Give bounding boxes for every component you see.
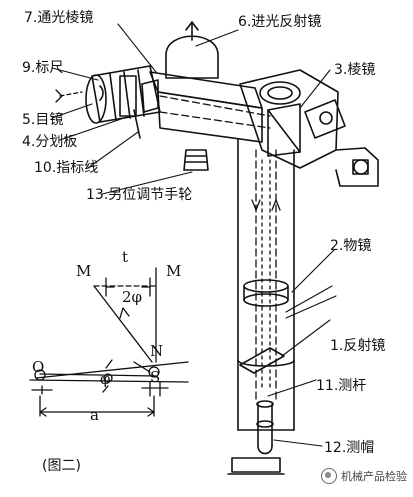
watermark: 机械产品检验 xyxy=(321,468,407,484)
label-reticle-4: 4.分划板 xyxy=(22,134,77,150)
label-mirror-1: 1.反射镜 xyxy=(330,338,385,354)
label-eyepiece-5: 5.目镜 xyxy=(22,112,63,128)
label-knob-13: 13.另位调节手轮 xyxy=(86,187,192,203)
symbol-m-right: M xyxy=(166,262,181,280)
watermark-text: 机械产品检验 xyxy=(341,470,407,483)
component-labels: 7.通光棱镜 6.进光反射镜 9.标尺 3.棱镜 5.目镜 4.分划板 10.指… xyxy=(22,10,385,456)
symbol-2phi: 2φ xyxy=(122,288,142,306)
light-paths xyxy=(55,89,281,401)
label-prism-3: 3.棱镜 xyxy=(334,62,375,78)
symbol-t: t xyxy=(122,248,128,266)
label-scale-9: 9.标尺 xyxy=(22,60,63,76)
leader-lines xyxy=(51,23,337,447)
figure-caption: (图二) xyxy=(42,458,81,474)
symbol-phi: φ xyxy=(100,370,111,388)
schematic-labels: M t M 2φ N O φ S a (图二) xyxy=(32,248,181,474)
label-reflector-6: 6.进光反射镜 xyxy=(238,14,321,30)
label-objective-2: 2.物镜 xyxy=(330,238,371,254)
label-prism-7: 7.通光棱镜 xyxy=(24,10,93,26)
symbol-n: N xyxy=(150,342,163,360)
symbol-m-left: M xyxy=(76,262,91,280)
symbol-a: a xyxy=(90,406,99,424)
symbol-s: S xyxy=(150,368,160,386)
symbol-o: O xyxy=(32,358,44,376)
geometry-schematic xyxy=(29,267,189,417)
label-rod-11: 11.测杆 xyxy=(316,378,366,394)
label-cap-12: 12.测帽 xyxy=(324,440,374,456)
label-indexline-10: 10.指标线 xyxy=(34,160,98,176)
wechat-logo-icon xyxy=(321,468,337,484)
